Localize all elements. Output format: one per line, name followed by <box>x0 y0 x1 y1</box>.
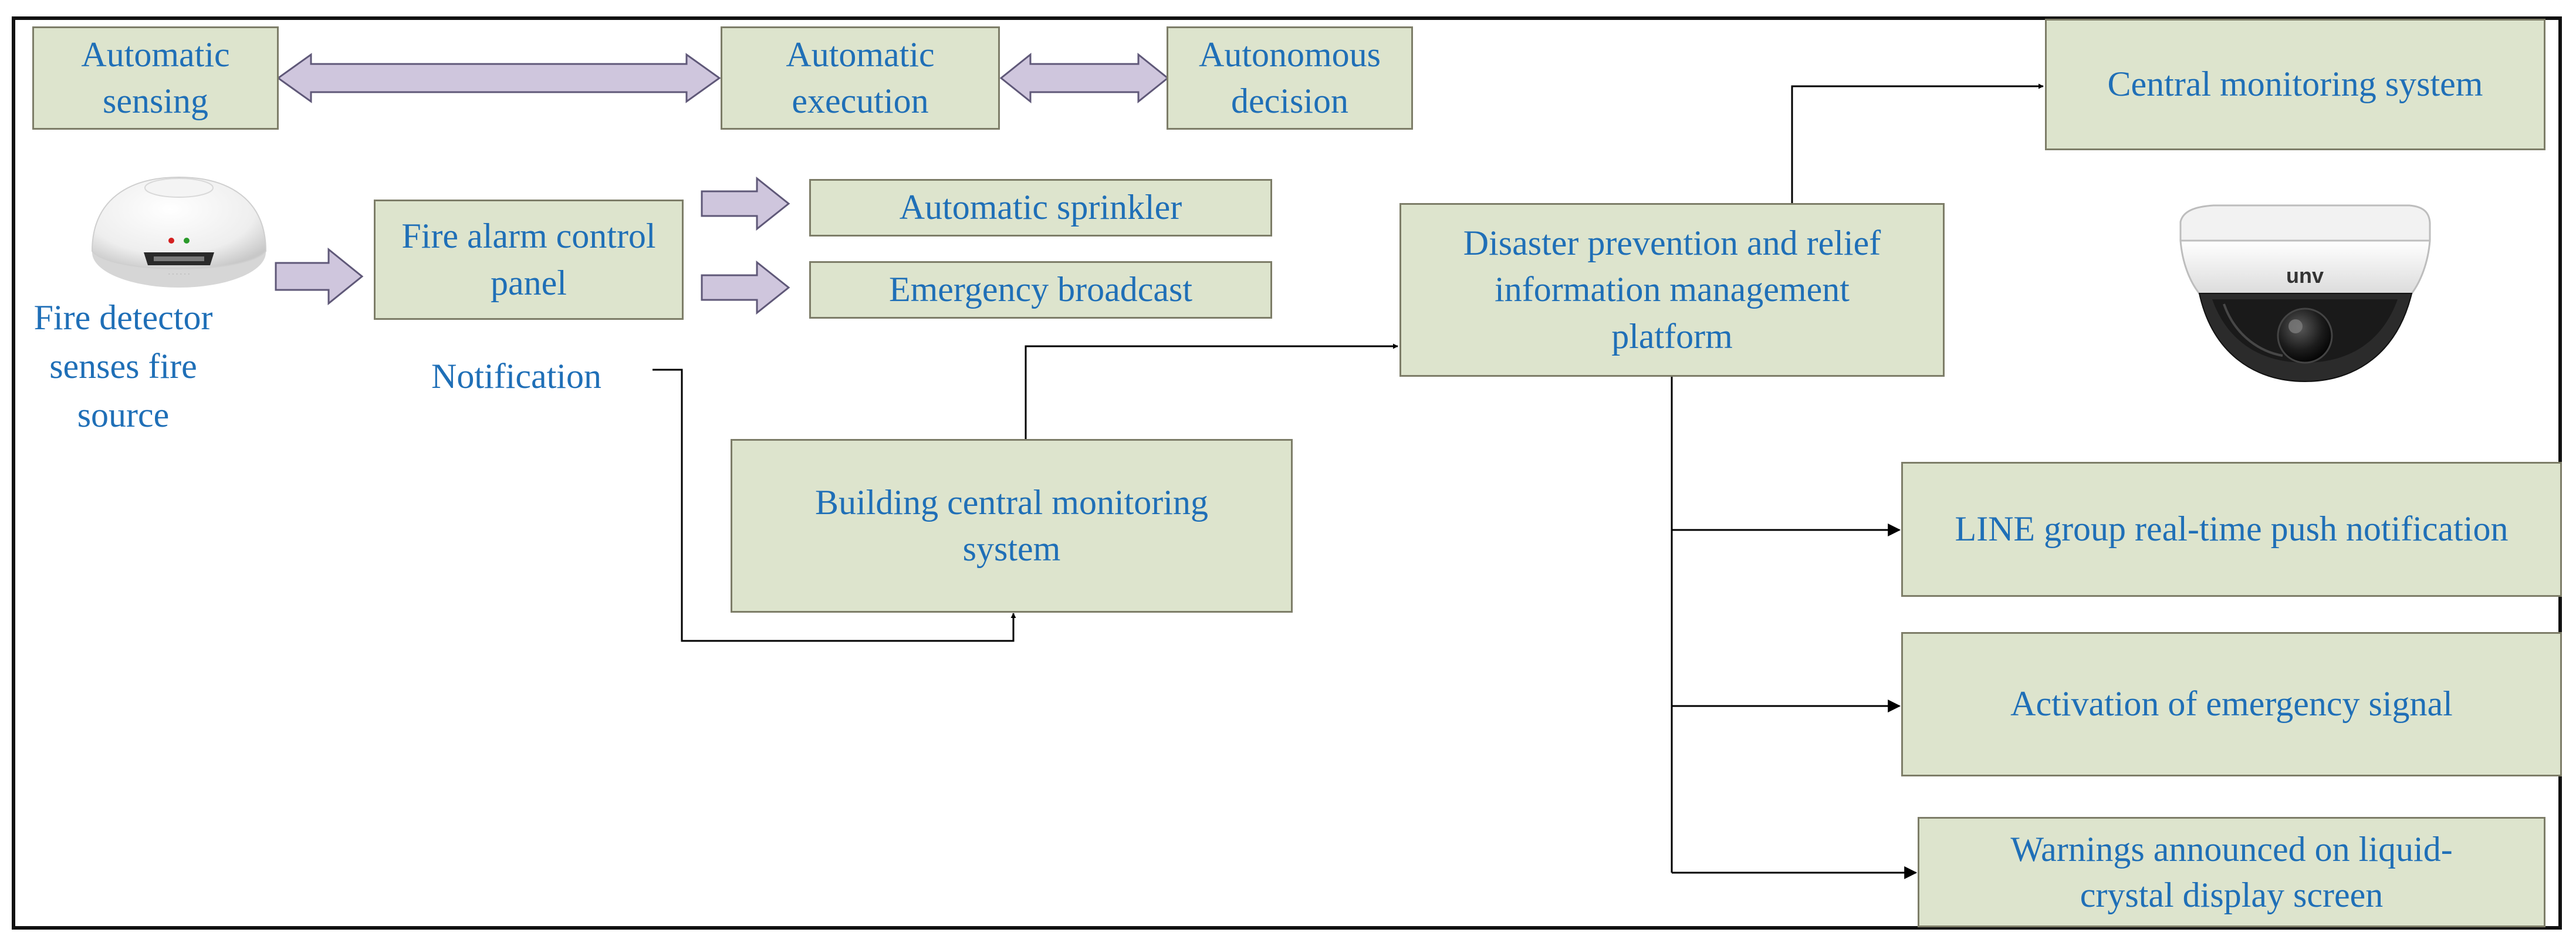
automatic-execution-box: Automatic execution <box>721 26 1000 130</box>
automatic-sprinkler-box: Automatic sprinkler <box>809 179 1272 237</box>
fire-detector-label: Fire detector senses fire source <box>33 298 213 434</box>
arrow-to-broadcast <box>701 260 790 315</box>
autonomous-decision-box: Autonomous decision <box>1167 26 1413 130</box>
building-monitoring-box: Building central monitoring system <box>731 439 1293 613</box>
emergency-signal-box: Activation of emergency signal <box>1901 632 2562 776</box>
double-arrow-execution-decision <box>999 52 1169 104</box>
central-monitoring-box: Central monitoring system <box>2045 19 2545 150</box>
line-push-box: LINE group real-time push notification <box>1901 462 2562 597</box>
arrow-to-sprinkler <box>701 176 790 231</box>
camera-brand-label: unv <box>2286 264 2324 288</box>
connector-platform-to-central <box>1791 83 2044 203</box>
arrow-detector-to-panel <box>275 247 364 306</box>
double-arrow-sensing-execution <box>276 53 721 103</box>
lcd-warning-box: Warnings announced on liquid- crystal di… <box>1918 817 2545 927</box>
automatic-sensing-box: Automatic sensing <box>32 26 279 130</box>
fire-detector-icon: · · · · · · <box>91 176 267 288</box>
connector-notification-to-building <box>653 369 1016 642</box>
connector-building-to-platform <box>1025 343 1398 439</box>
disaster-platform-box: Disaster prevention and relief informati… <box>1399 203 1945 377</box>
fire-alarm-panel-box: Fire alarm control panel <box>374 200 684 320</box>
svg-text:· · · · · ·: · · · · · · <box>168 271 190 278</box>
security-camera-icon: unv <box>2179 204 2431 383</box>
emergency-broadcast-box: Emergency broadcast <box>809 261 1272 319</box>
notification-label: Notification <box>431 357 601 396</box>
